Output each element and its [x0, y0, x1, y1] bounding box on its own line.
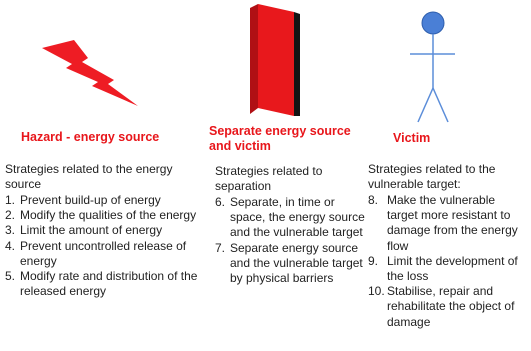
lightning-bolt-icon — [42, 40, 138, 106]
list-item: 10.Stabilise, repair and rehabilitate th… — [368, 284, 515, 329]
hazard-strategy-list: 1.Prevent build-up of energy 2.Modify th… — [5, 193, 201, 299]
list-item: 5.Modify rate and distribution of the re… — [5, 269, 198, 299]
separation-title: Separate energy source and victim — [209, 124, 351, 153]
victim-title: Victim — [393, 131, 431, 145]
stick-figure-icon — [410, 11, 455, 123]
victim-strategy-list: 8.Make the vulnerable target more resist… — [368, 193, 528, 330]
hazard-intro: Strategies related to the energy source — [5, 162, 173, 192]
list-item: 1.Prevent build-up of energy — [5, 193, 161, 207]
list-item: 2.Modify the qualities of the energy — [5, 208, 197, 223]
separation-intro: Strategies related to separation — [215, 164, 323, 194]
barrier-wall-icon — [250, 4, 300, 116]
list-item: 3.Limit the amount of energy — [5, 223, 163, 238]
list-item: 6.Separate, in time or space, the energy… — [215, 195, 365, 240]
victim-intro: Strategies related to the vulnerable tar… — [368, 162, 496, 192]
separation-strategy-list: 6.Separate, in time or space, the energy… — [215, 195, 365, 286]
list-item: 4.Prevent uncontrolled release of energy — [5, 238, 187, 268]
list-item: 8.Make the vulnerable target more resist… — [368, 193, 518, 253]
hazard-title: Hazard - energy source — [21, 130, 160, 144]
list-item: 9.Limit the development of the loss — [368, 253, 518, 284]
list-item: 7.Separate energy source and the vulnera… — [215, 240, 363, 286]
